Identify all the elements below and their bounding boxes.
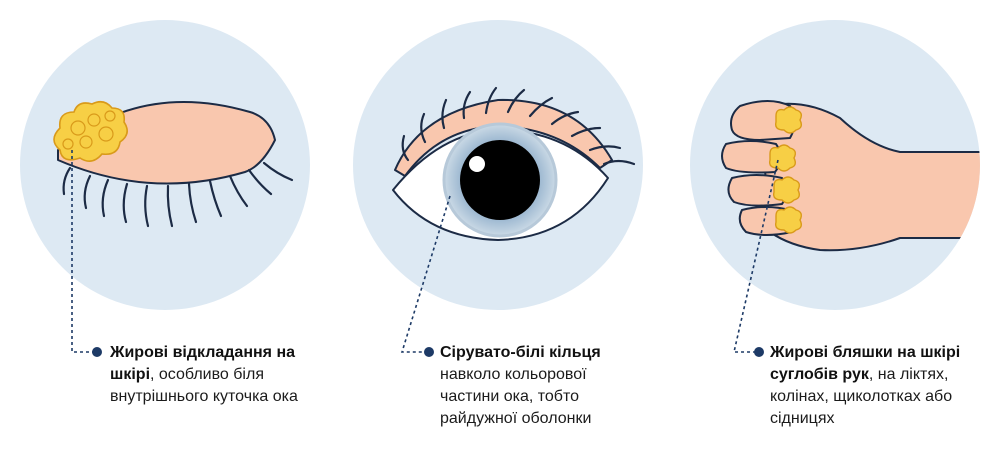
panel-hand (690, 20, 980, 357)
fatty-plaque (768, 106, 803, 234)
eye-corneal-arcus-icon (392, 86, 636, 241)
caption-bold: Жирові відкладання на шкірі (110, 344, 295, 383)
leader-line (71, 150, 102, 357)
eyelid-xanthelasma-icon (53, 100, 294, 228)
leader-line (732, 159, 779, 357)
fatty-deposit (53, 100, 128, 162)
caption-text: , на ліктях, колінах, щиколотках або сід… (770, 366, 953, 427)
panel-eyelid (20, 20, 310, 357)
caption-xanthelasma: Жирові відкладання на шкірі, особливо бі… (110, 342, 310, 408)
hand-xanthoma-icon (721, 100, 980, 252)
caption-bold: Жирові бляшки на шкірі суглобів рук (770, 344, 961, 383)
leader-line (400, 195, 451, 357)
caption-hand-xanthoma: Жирові бляшки на шкірі суглобів рук, на … (770, 342, 990, 430)
caption-text: , особливо біля внутрішнього куточка ока (110, 366, 298, 405)
panel-eye (353, 20, 643, 357)
caption-text: навколо кольорової частини ока, тобто ра… (440, 366, 592, 427)
caption-bold: Сірувато-білі кільця (440, 344, 601, 361)
caption-corneal-arcus: Сірувато-білі кільця навколо кольорової … (440, 342, 630, 430)
